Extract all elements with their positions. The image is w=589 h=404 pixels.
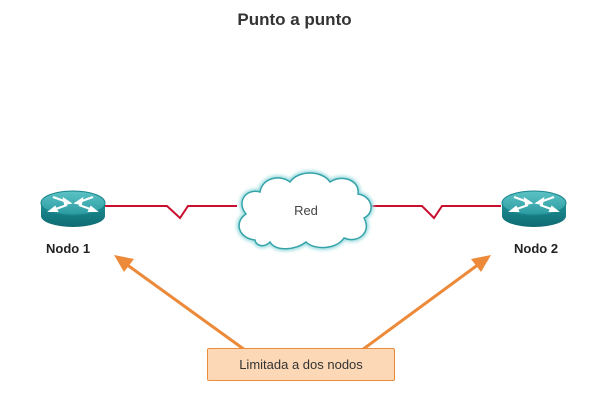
serial-link-left (104, 205, 237, 220)
serial-link-right (366, 205, 501, 220)
callout-text: Limitada a dos nodos (239, 357, 363, 372)
cloud-icon: Red (236, 170, 374, 252)
network-label: Red (294, 203, 318, 218)
arrow-to-node-1 (114, 255, 246, 352)
node-1-label: Nodo 1 (46, 241, 91, 256)
node-2-label: Nodo 2 (514, 241, 559, 256)
router-icon (501, 190, 567, 227)
arrow-to-node-2 (361, 255, 491, 352)
diagram-title: Punto a punto (237, 10, 352, 29)
router-icon (40, 190, 106, 227)
callout-box: Limitada a dos nodos (207, 348, 395, 381)
